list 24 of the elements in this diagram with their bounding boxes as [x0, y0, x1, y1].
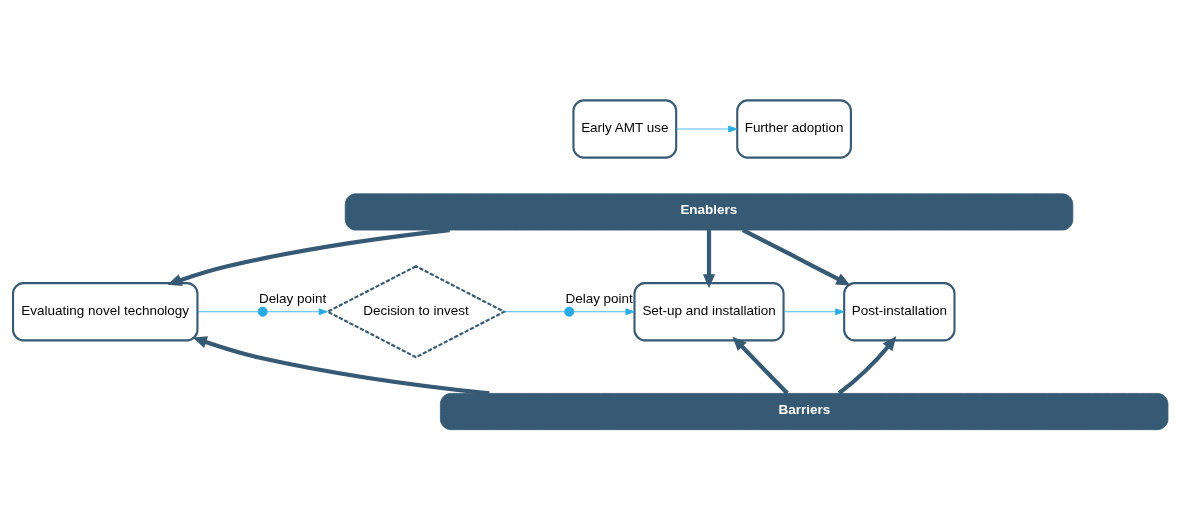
arrow	[837, 335, 897, 395]
node-circle	[257, 306, 268, 317]
arrow	[741, 227, 851, 285]
node-box: Barriers	[439, 392, 1169, 430]
node-box: Set-up and installation	[633, 281, 785, 341]
node-label: Delay point	[258, 290, 327, 306]
arrow	[167, 227, 450, 286]
arrow	[267, 307, 328, 315]
node-diamond: Decision to invest	[325, 264, 507, 358]
arrow	[702, 229, 716, 288]
connector	[197, 310, 259, 312]
arrow	[192, 335, 490, 395]
node-label: Delay point	[565, 290, 633, 306]
arrow	[675, 125, 738, 132]
connector	[503, 310, 565, 312]
arrow	[573, 307, 635, 315]
node-box: Evaluating novel technology	[11, 281, 199, 341]
node-box: Enablers	[344, 192, 1074, 230]
arrow	[732, 336, 789, 395]
node-circle	[564, 306, 575, 317]
node-box: Further adoption	[736, 98, 852, 159]
node-box: Early AMT use	[572, 98, 678, 159]
arrow	[783, 307, 845, 315]
node-box: Post-installation	[843, 281, 956, 341]
